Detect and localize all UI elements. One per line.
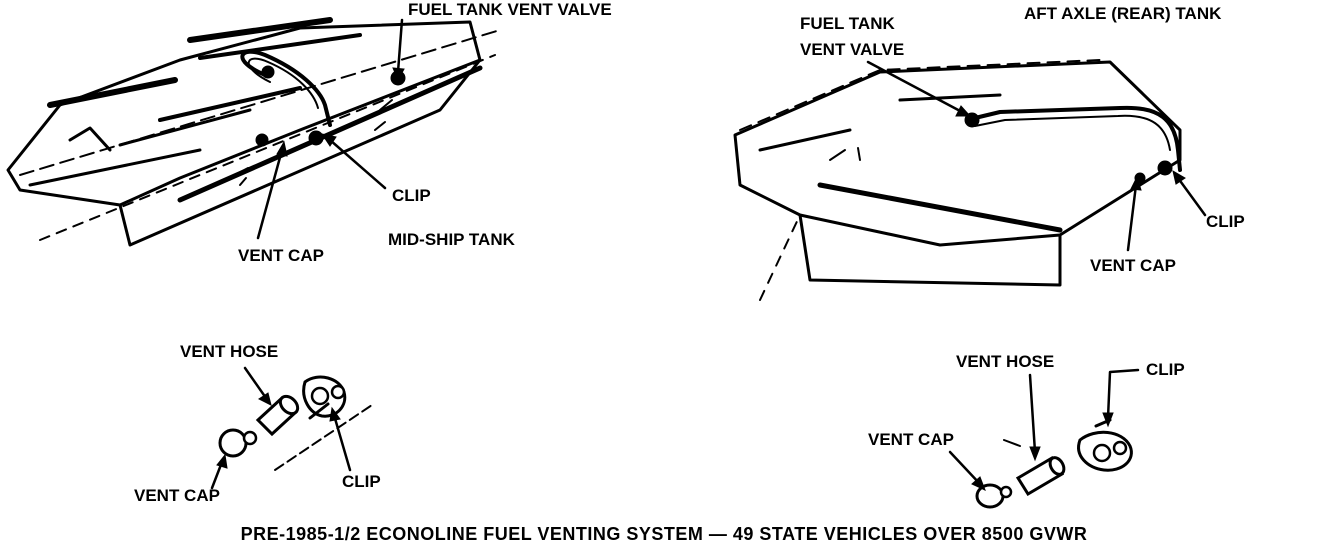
label-aft-vent-cap: VENT CAP [1090, 256, 1176, 275]
label-aft-clip: CLIP [1206, 212, 1245, 231]
midship-tank-drawing [6, 17, 501, 247]
detail-right-drawing [948, 368, 1140, 509]
label-midship-tank-title: MID-SHIP TANK [388, 230, 515, 249]
label-detail-left-clip: CLIP [342, 472, 381, 491]
label-detail-right-clip: CLIP [1146, 360, 1185, 379]
label-midship-clip: CLIP [392, 186, 431, 205]
label-midship-vent-cap: VENT CAP [238, 246, 324, 265]
label-aft-vent-valve-line1: FUEL TANK [800, 14, 895, 33]
label-aft-vent-valve-line2: VENT VALVE [800, 40, 905, 59]
figure-caption: PRE-1985-1/2 ECONOLINE FUEL VENTING SYST… [240, 524, 1088, 544]
detail-left-drawing [210, 366, 373, 490]
label-detail-right-vent-hose: VENT HOSE [956, 352, 1055, 371]
label-detail-left-vent-cap: VENT CAP [134, 486, 220, 505]
label-midship-vent-valve: FUEL TANK VENT VALVE [408, 0, 612, 19]
aft-axle-tank-drawing [733, 59, 1207, 301]
label-detail-right-vent-cap: VENT CAP [868, 430, 954, 449]
label-aft-axle-tank-title: AFT AXLE (REAR) TANK [1024, 4, 1222, 23]
label-detail-left-vent-hose: VENT HOSE [180, 342, 279, 361]
